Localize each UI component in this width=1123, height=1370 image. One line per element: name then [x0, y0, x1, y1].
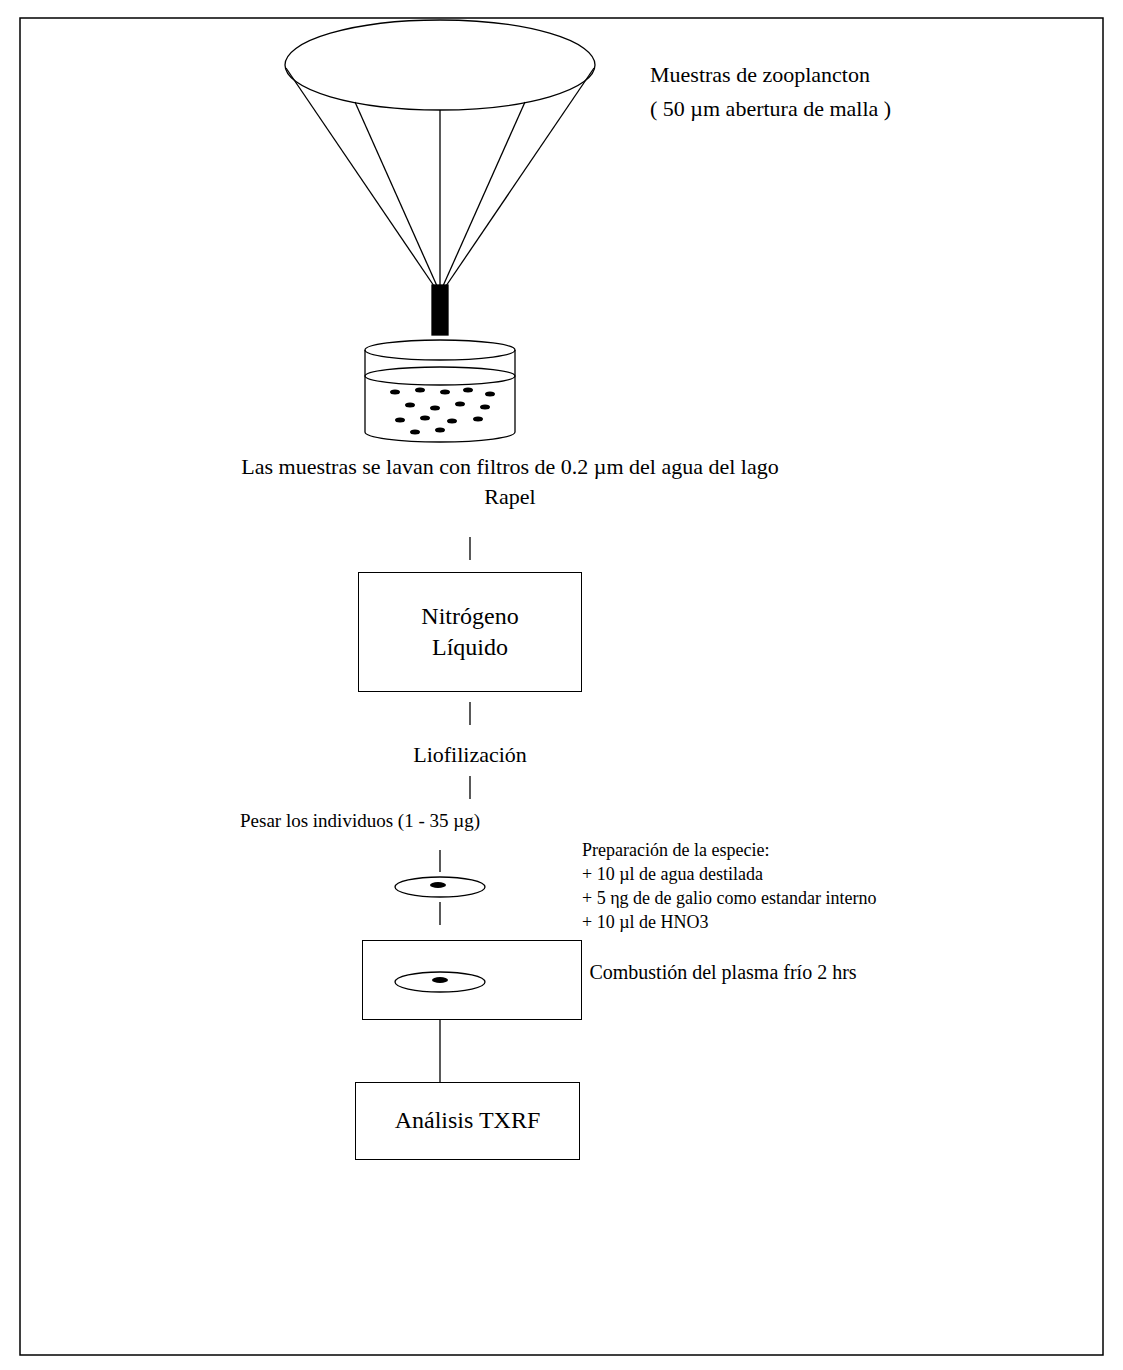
- plankton-net: [285, 20, 595, 335]
- process-box: Nitrógeno Líquido: [358, 572, 582, 692]
- preparation-note: Preparación de la especie:: [582, 838, 1042, 862]
- flow-connector: [439, 1020, 440, 1082]
- figure-frame: [20, 18, 1103, 1355]
- plankton-dot: [435, 428, 445, 433]
- plankton-dot: [473, 417, 483, 422]
- plankton-dot: [463, 388, 473, 393]
- preparation-note: + 10 µl de agua destilada: [582, 862, 1042, 886]
- step-caption: Combustión del plasma frío 2 hrs: [588, 959, 858, 985]
- box-text: Nitrógeno Líquido: [395, 601, 545, 663]
- preparation-note: + 5 ηg de de galio como estandar interno: [582, 886, 1042, 910]
- plankton-dot: [405, 403, 415, 408]
- step-label: Liofilización: [370, 740, 570, 770]
- plankton-dot: [410, 430, 420, 435]
- sample-disc-in-chamber: [395, 972, 485, 992]
- plankton-dot: [395, 418, 405, 423]
- plankton-dot: [447, 419, 457, 424]
- chamber-box: Combustión del plasma frío 2 hrs: [362, 940, 582, 1020]
- sample-note: Muestras de zooplancton: [650, 60, 1050, 90]
- connector-layer: [440, 1020, 441, 1082]
- plankton-dot: [415, 388, 425, 393]
- step-label: Pesar los individuos (1 - 35 µg): [240, 808, 660, 834]
- plankton-dot: [430, 406, 440, 411]
- sample-disc: [395, 877, 485, 897]
- plankton-dot: [440, 390, 450, 395]
- plankton-dot: [485, 392, 495, 397]
- flow-ticks: [440, 537, 470, 925]
- sample-note: ( 50 µm abertura de malla ): [650, 94, 1070, 124]
- plankton-dot: [455, 402, 465, 407]
- sample-beaker: [365, 340, 515, 442]
- analysis-box: Análisis TXRF: [355, 1082, 580, 1160]
- box-text: Análisis TXRF: [368, 1105, 568, 1136]
- preparation-note: + 10 µl de HNO3: [582, 910, 1042, 934]
- sample-note: Las muestras se lavan con filtros de 0.2…: [240, 452, 780, 511]
- plankton-dot: [390, 390, 400, 395]
- plankton-dot: [420, 416, 430, 421]
- plankton-dot: [480, 405, 490, 410]
